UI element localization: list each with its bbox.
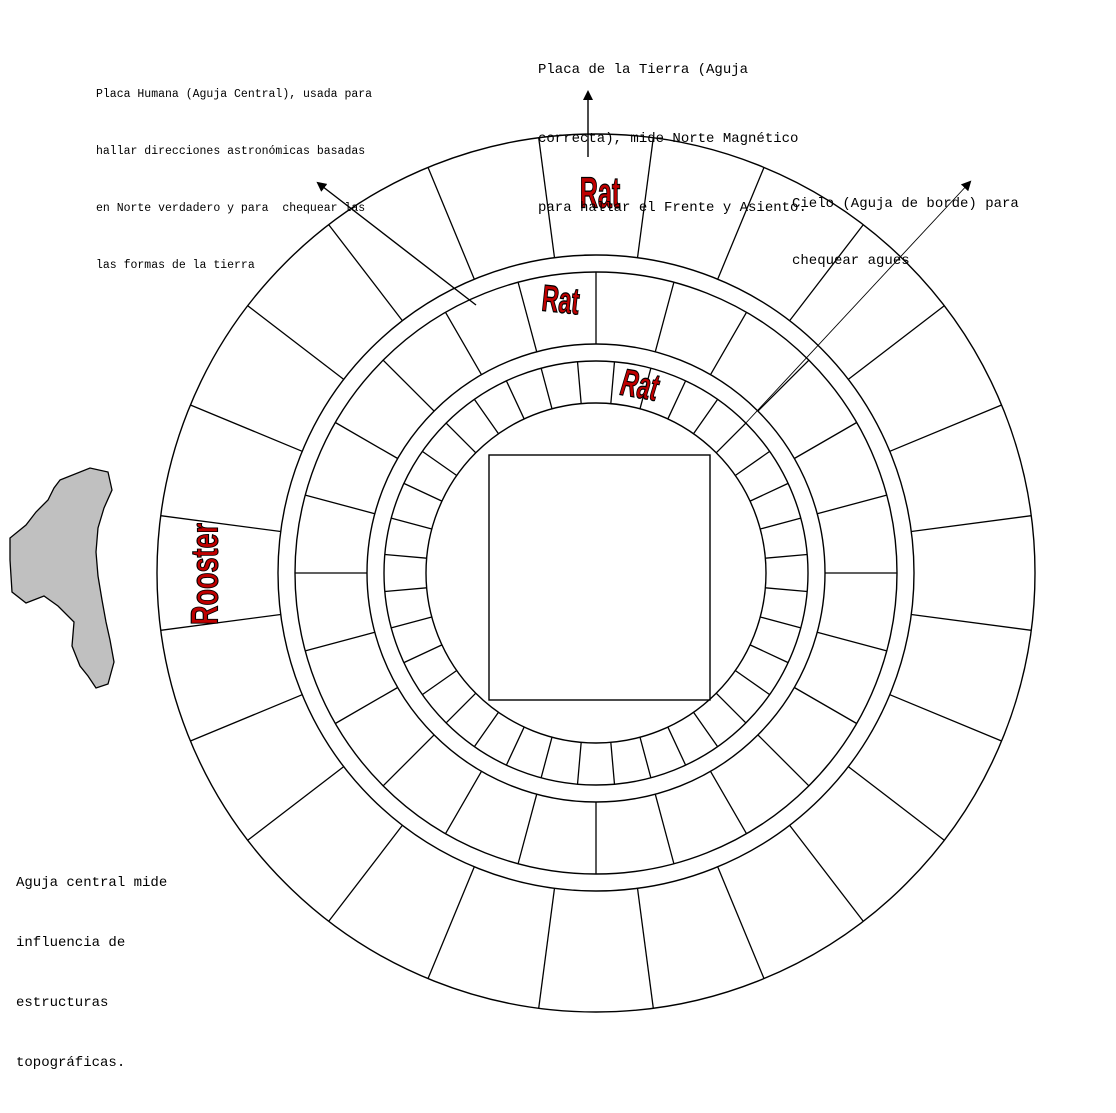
central-needle-note-line: influencia de <box>16 933 167 953</box>
inner-ring-divider <box>735 671 769 695</box>
human-plate-note-line: hallar direcciones astronómicas basadas <box>96 142 372 161</box>
middle-ring-divider <box>305 632 375 651</box>
earth-plate-note-line: Placa de la Tierra (Aguja <box>538 59 807 82</box>
inner-ring-divider <box>506 381 524 419</box>
middle-ring-divider <box>711 312 747 374</box>
central-needle-note-line: Aguja central mide <box>16 873 167 893</box>
inner-ring-divider <box>668 727 686 765</box>
inner-ring-divider <box>750 645 788 663</box>
heaven-plate-note: Cielo (Aguja de borde) para chequear agu… <box>792 157 1019 309</box>
inner-ring-divider <box>474 399 498 433</box>
inner-ring-divider <box>404 645 442 663</box>
middle-ring-divider <box>817 632 887 651</box>
outer-ring-divider <box>428 867 474 979</box>
middle-ring-divider <box>446 312 482 374</box>
human-plate-note: Placa Humana (Aguja Central), usada para… <box>96 47 372 313</box>
earth-plate-note-line: para hallar el Frente y Asiento. <box>538 197 807 220</box>
inner-ring-divider <box>760 617 801 628</box>
inner-ring-divider <box>765 588 807 592</box>
outer-ring-divider <box>539 888 555 1008</box>
middle-ring-divider <box>518 282 537 352</box>
human-plate-note-line: en Norte verdadero y para chequear las <box>96 199 372 218</box>
inner-ring-divider <box>541 737 552 778</box>
middle-ring-divider <box>758 360 809 411</box>
outer-ring-divider <box>890 405 1002 451</box>
middle-ring-divider <box>518 794 537 864</box>
outer-ring-divider <box>911 615 1031 631</box>
inner-ring-divider <box>760 518 801 529</box>
middle-ring-divider <box>655 794 674 864</box>
central-needle-note-line: topográficas. <box>16 1053 167 1073</box>
middle-ring-divider <box>335 688 397 724</box>
earth-plate-note: Placa de la Tierra (Aguja correcta), mid… <box>538 13 807 266</box>
inner-ring-divider <box>422 451 456 475</box>
middle-ring-divider <box>305 495 375 514</box>
earth-plate-note-line: correcta), mide Norte Magnético <box>538 128 807 151</box>
outer-ring-divider <box>790 825 864 921</box>
outer-ring-divider <box>718 867 764 979</box>
outer-ring-inner-edge <box>278 255 914 891</box>
outer-ring-divider <box>848 306 944 380</box>
outer-ring-divider <box>848 767 944 841</box>
outer-ring-divider <box>190 695 302 741</box>
inner-ring-divider <box>446 693 476 723</box>
middle-ring-divider <box>794 688 856 724</box>
inner-ring-divider <box>385 555 427 559</box>
middle-ring-inner-edge <box>367 344 825 802</box>
central-needle-note-line: estructuras <box>16 993 167 1013</box>
heaven-plate-note-line: Cielo (Aguja de borde) para <box>792 195 1019 214</box>
inner-ring-divider <box>765 555 807 559</box>
inner-ring-divider <box>474 712 498 746</box>
heaven-plate-note-line: chequear agues <box>792 252 1019 271</box>
inner-ring-divider <box>694 399 718 433</box>
inner-ring-divider <box>716 423 746 453</box>
inner-ring-divider <box>446 423 476 453</box>
outer-ring-divider <box>911 516 1031 532</box>
inner-ring-divider <box>694 712 718 746</box>
inner-ring-divider <box>391 617 432 628</box>
outer-ring-divider <box>890 695 1002 741</box>
outer-ring-divider <box>428 167 474 279</box>
inner-ring-divider <box>640 737 651 778</box>
inner-ring-divider <box>578 742 582 784</box>
center-square <box>489 455 710 700</box>
inner-ring-inner-edge <box>426 403 766 743</box>
inner-rat-label: Rat <box>618 361 663 409</box>
inner-ring-divider <box>578 362 582 404</box>
inner-ring-divider <box>385 588 427 592</box>
landmass-shape <box>10 468 114 688</box>
middle-ring-divider <box>335 423 397 459</box>
outer-rooster-label: Rooster <box>183 523 226 625</box>
inner-ring-divider <box>611 362 615 404</box>
middle-ring-divider <box>383 735 434 786</box>
inner-ring-divider <box>750 483 788 501</box>
middle-ring-divider <box>655 282 674 352</box>
middle-ring-divider <box>758 735 809 786</box>
middle-ring-divider <box>817 495 887 514</box>
inner-ring-divider <box>506 727 524 765</box>
middle-ring-divider <box>794 423 856 459</box>
inner-ring-divider <box>716 693 746 723</box>
middle-ring-divider <box>446 771 482 833</box>
inner-ring-divider <box>404 483 442 501</box>
outer-ring-divider <box>248 767 344 841</box>
middle-ring-divider <box>711 771 747 833</box>
outer-ring-divider <box>248 306 344 380</box>
middle-ring-divider <box>383 360 434 411</box>
central-needle-note: Aguja central mide influencia de estruct… <box>16 833 167 1113</box>
human-plate-note-line: Placa Humana (Aguja Central), usada para <box>96 85 372 104</box>
human-plate-note-line: las formas de la tierra <box>96 256 372 275</box>
luopan-diagram: Rat Rat Rat Rooster Placa Humana (Aguja … <box>0 0 1116 1013</box>
outer-ring-divider <box>329 825 403 921</box>
inner-ring-divider <box>611 742 615 784</box>
inner-ring-divider <box>391 518 432 529</box>
outer-ring-divider <box>190 405 302 451</box>
inner-ring-divider <box>668 381 686 419</box>
inner-ring-divider <box>422 671 456 695</box>
middle-rat-label: Rat <box>540 277 582 323</box>
outer-ring-divider <box>638 888 654 1008</box>
inner-ring-divider <box>541 368 552 409</box>
inner-ring-divider <box>735 451 769 475</box>
